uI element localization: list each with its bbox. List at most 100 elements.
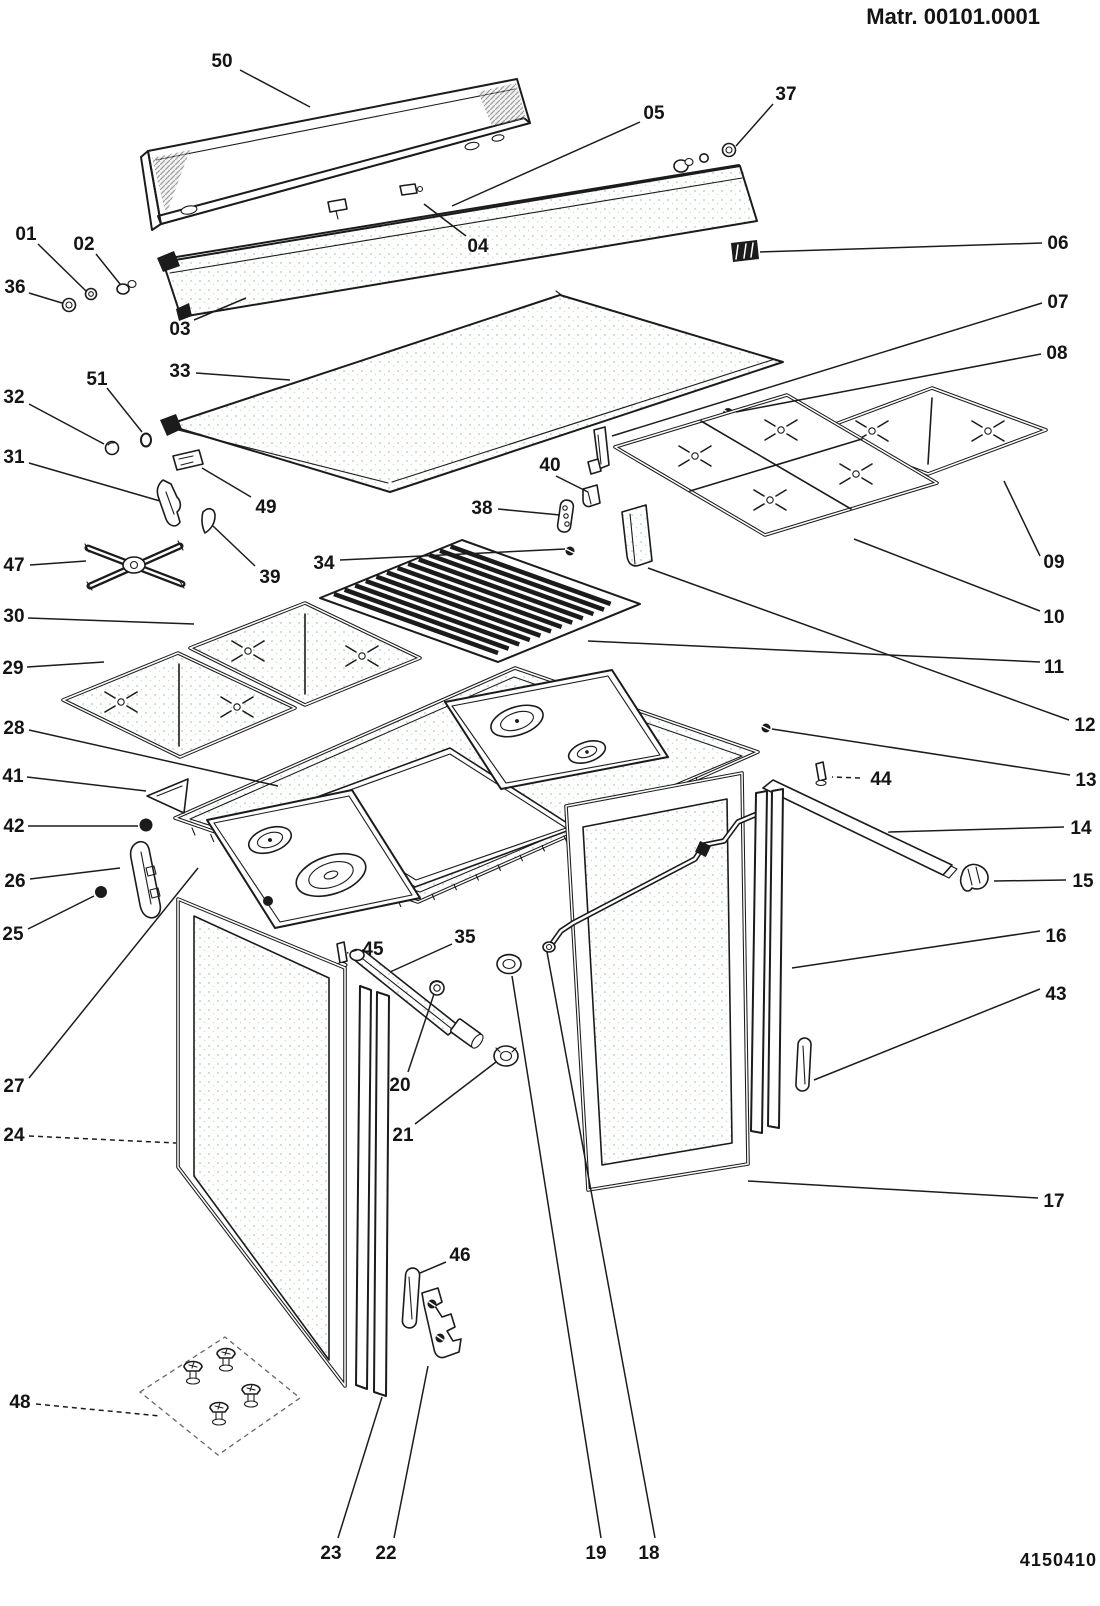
leader-line-26 [29,867,121,880]
burner-rear-large [490,704,544,738]
spacer-strip-left [401,1267,421,1329]
backsplash-panel [140,78,531,231]
leader-line-51 [106,387,143,433]
part-number-10: 10 [1043,607,1064,628]
leader-line-20 [407,993,435,1073]
leader-line-30 [27,617,195,625]
callout-02-hinge-pin: 02 [73,234,121,285]
leader-line-14 [887,826,1065,833]
part-number-14: 14 [1070,818,1092,839]
callout-45-locating-pin-left: 45 [346,939,384,960]
hinge-bolt [95,886,107,898]
callout-37-hinge-bolt-set: 37 [735,84,797,147]
part-number-37: 37 [775,84,796,105]
leader-line-12 [647,567,1070,721]
pan-support-center [613,393,939,537]
callout-03-top-lid: 03 [169,297,247,340]
callout-18-gas-supply-pipe: 18 [546,951,660,1564]
part-number-38: 38 [471,498,492,519]
hinge-lever [129,840,162,919]
leader-line-36 [28,292,63,304]
corner-post-right [750,788,784,1134]
leader-line-33 [195,372,291,381]
part-number-35: 35 [454,927,476,948]
side-panel-left [176,897,347,1388]
part-number-21: 21 [392,1125,414,1146]
part-number-49: 49 [255,497,276,518]
leader-line-19 [511,975,602,1539]
top-lid [157,165,758,321]
pipe-cap [493,1045,519,1067]
part-number-41: 41 [2,766,24,787]
callout-14-side-trim-rail: 14 [887,818,1092,839]
callout-50-backsplash-panel: 50 [211,51,311,108]
pan-support-front-left [61,651,297,759]
callout-11-grill-plate: 11 [587,640,1064,678]
part-number-12: 12 [1074,715,1095,736]
part-number-28: 28 [3,718,24,739]
leader-line-46 [419,1261,447,1274]
pipe-end-cap [496,953,522,975]
burner-front-small [247,825,293,855]
callout-38-spacer-pad: 38 [471,498,561,519]
part-number-46: 46 [449,1245,470,1266]
leader-line-08 [735,353,1042,413]
callout-04-lid-latch: 04 [423,203,489,257]
part-number-43: 43 [1045,984,1066,1005]
matricola-number: Matr. 00101.0001 [866,4,1040,29]
callout-27-burner-box: 27 [3,867,199,1097]
grill-plate [319,539,641,663]
side-trim-rail [762,779,958,879]
leader-line-27 [28,867,199,1079]
part-number-26: 26 [4,871,25,892]
part-number-04: 04 [467,236,489,257]
leader-line-17 [747,1180,1039,1199]
leader-line-48 [35,1403,161,1417]
part-number-15: 15 [1072,871,1094,892]
leader-line-28 [28,729,279,787]
leader-line-13 [771,728,1071,776]
part-number-06: 06 [1047,233,1068,254]
part-number-50: 50 [211,51,232,72]
callout-05-hinge-rail: 05 [451,103,665,207]
leader-line-25 [27,895,95,930]
leader-line-07 [611,302,1043,437]
support-bracket-small [156,479,182,527]
callout-20-pipe-nut: 20 [389,993,435,1096]
callout-22-lower-hinge-bracket: 22 [375,1365,429,1564]
leader-line-29 [26,661,105,668]
callout-08-fixing-screw: 08 [735,343,1068,413]
plug [139,818,153,832]
pipe-nut [429,980,445,996]
callout-43-spacer-strip-right: 43 [813,984,1067,1081]
part-number-25: 25 [2,924,24,945]
callout-41-corner-gusset: 41 [2,766,147,792]
fixing-screw-top [761,723,771,733]
part-number-44: 44 [870,769,892,790]
trim-end-cap [959,863,989,892]
leader-line-43 [813,988,1041,1081]
worktop [173,666,760,929]
callout-42-plug: 42 [3,816,138,837]
leader-line-41 [26,776,147,792]
callout-46-spacer-strip-left: 46 [419,1245,471,1274]
callout-21-pipe-cap: 21 [392,1061,497,1146]
part-number-39: 39 [259,567,280,588]
leader-line-02 [95,253,121,285]
callout-10-pan-support-center: 10 [853,538,1065,628]
callout-49-rating-plate: 49 [201,467,277,518]
callout-01-washer: 01 [15,224,87,292]
lower-hinge-bracket [421,1287,462,1359]
leader-line-32 [28,403,105,445]
drawing-number: 4150410 [1020,1550,1097,1570]
callout-12-support-bracket-right: 12 [647,567,1096,736]
grill-screw [565,546,575,556]
callout-09-pan-support-right: 09 [1003,480,1065,573]
part-number-03: 03 [169,319,190,340]
part-number-33: 33 [169,361,190,382]
callout-44-locating-pin-right: 44 [831,769,892,790]
part-number-29: 29 [2,658,23,679]
callout-19-pipe-end-cap: 19 [511,975,607,1564]
part-number-20: 20 [389,1075,410,1096]
